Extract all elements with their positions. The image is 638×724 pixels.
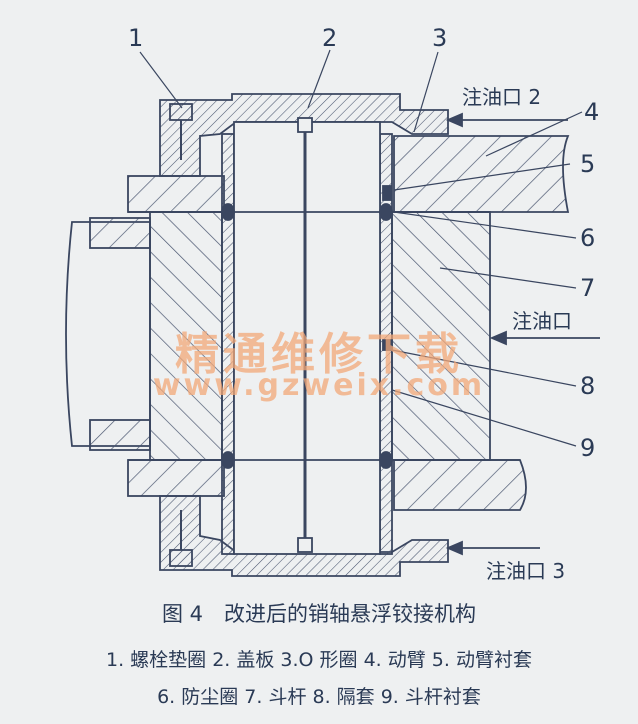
stick-left-block — [149, 211, 223, 461]
oil-port-3-label: 注油口 3 — [486, 559, 565, 583]
oil-port-main-label: 注油口 — [512, 309, 572, 333]
spacer-mark — [382, 339, 392, 351]
legend-line-2: 6. 防尘圈 7. 斗杆 8. 隔套 9. 斗杆衬套 — [157, 686, 481, 708]
part-number-8: 8 — [580, 372, 595, 400]
left-tube — [65, 221, 151, 447]
part-number-4: 4 — [584, 98, 599, 126]
part-number-9: 9 — [580, 434, 595, 462]
left-tube-lower-wall — [89, 419, 151, 451]
left-bushing — [221, 133, 235, 555]
figure-caption-title: 图 4 改进后的销轴悬浮铰接机构 — [161, 602, 477, 626]
left-tube-upper-wall — [89, 217, 151, 249]
part-number-3: 3 — [432, 24, 447, 52]
bolt-washer-bottom — [169, 549, 193, 567]
part-number-5: 5 — [580, 150, 595, 178]
hinge-mechanism-diagram: 1 2 3 4 5 6 7 8 9 注油口 2 注油口 注油口 3 — [65, 24, 600, 583]
seal-ring-upper — [382, 185, 392, 201]
boom-left-upper-plate — [127, 175, 225, 213]
top-cover-plate — [159, 93, 449, 177]
boom-right-upper — [393, 135, 570, 213]
bottom-cover-plate — [159, 495, 449, 577]
part-number-1: 1 — [128, 24, 143, 52]
part-number-7: 7 — [580, 274, 595, 302]
boom-left-lower-plate — [127, 459, 225, 497]
boom-right-lower — [393, 459, 527, 511]
legend-line-1: 1. 螺栓垫圈 2. 盖板 3.O 形圈 4. 动臂 5. 动臂衬套 — [106, 649, 532, 671]
part-number-2: 2 — [322, 24, 337, 52]
stick-right-block — [391, 211, 491, 461]
part-number-6: 6 — [580, 224, 595, 252]
oil-port-2-label: 注油口 2 — [462, 85, 541, 109]
pin-shaft — [233, 121, 381, 555]
